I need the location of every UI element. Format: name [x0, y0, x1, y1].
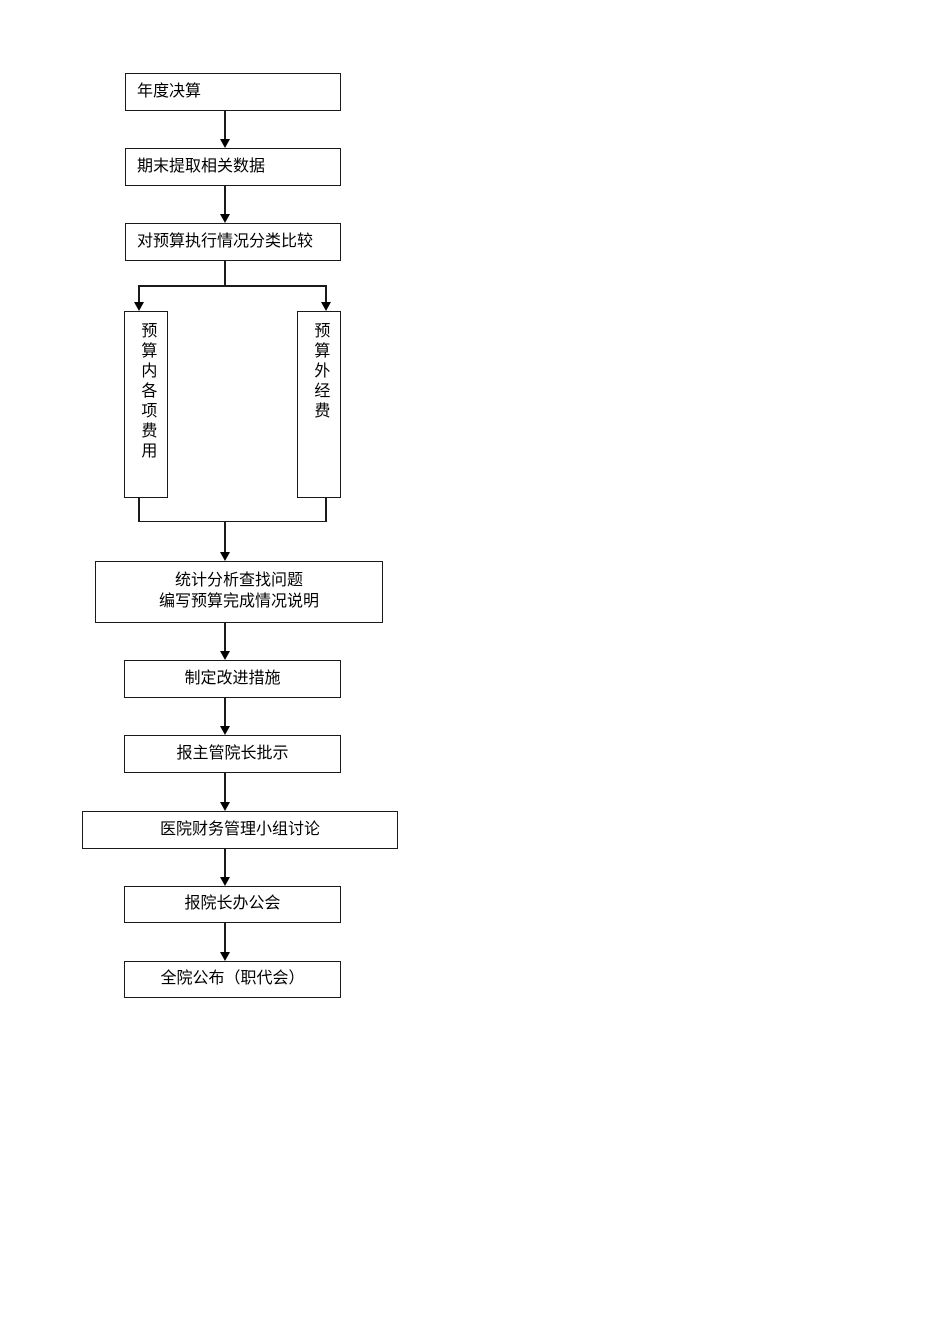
connector-line [224, 773, 226, 802]
connector-line [224, 923, 226, 952]
node-budget-within-label: 预算内各项费用 [138, 322, 156, 462]
node-budget-outside: 预算外经费 [297, 311, 341, 498]
arrowhead-down-icon [220, 214, 230, 223]
node-compare-execution: 对预算执行情况分类比较 [125, 223, 341, 261]
arrowhead-down-icon [220, 952, 230, 961]
node-hospital-announcement: 全院公布（职代会） [124, 961, 341, 998]
node-extract-data-label: 期末提取相关数据 [137, 157, 266, 175]
arrowhead-down-icon [220, 651, 230, 660]
node-dean-office-meeting: 报院长办公会 [124, 886, 341, 923]
connector-line [224, 623, 226, 651]
connector-line [325, 285, 327, 303]
node-finance-group-discussion-label: 医院财务管理小组讨论 [159, 820, 320, 838]
arrowhead-down-icon [220, 802, 230, 811]
node-annual-settlement: 年度决算 [125, 73, 341, 111]
arrowhead-down-icon [220, 139, 230, 148]
arrowhead-down-icon [220, 552, 230, 561]
connector-line [224, 698, 226, 726]
connector-line [224, 261, 226, 286]
arrowhead-down-icon [321, 302, 331, 311]
arrowhead-down-icon [220, 726, 230, 735]
connector-line [224, 849, 226, 877]
node-analysis-report-label: 统计分析查找问题 编写预算完成情况说明 [158, 572, 319, 610]
node-analysis-report: 统计分析查找问题 编写预算完成情况说明 [95, 561, 383, 623]
arrowhead-down-icon [134, 302, 144, 311]
node-extract-data: 期末提取相关数据 [125, 148, 341, 186]
connector-line [224, 111, 226, 140]
connector-line [138, 285, 140, 303]
node-annual-settlement-label: 年度决算 [137, 82, 202, 100]
node-improvement-measures: 制定改进措施 [124, 660, 341, 698]
arrowhead-down-icon [220, 877, 230, 886]
node-dean-approval-label: 报主管院长批示 [176, 744, 289, 762]
node-improvement-measures-label: 制定改进措施 [184, 669, 281, 687]
connector-split-line [138, 285, 327, 287]
connector-join-line [138, 520, 327, 522]
node-hospital-announcement-label: 全院公布（职代会） [160, 970, 305, 988]
node-dean-approval: 报主管院长批示 [124, 735, 341, 773]
node-dean-office-meeting-label: 报院长办公会 [184, 895, 281, 913]
node-compare-execution-label: 对预算执行情况分类比较 [137, 232, 314, 250]
connector-line [224, 521, 226, 552]
node-budget-within: 预算内各项费用 [124, 311, 168, 498]
connector-line [224, 186, 226, 215]
node-finance-group-discussion: 医院财务管理小组讨论 [82, 811, 398, 849]
node-budget-outside-label: 预算外经费 [311, 322, 329, 422]
connector-line [138, 498, 140, 522]
connector-line [325, 498, 327, 522]
